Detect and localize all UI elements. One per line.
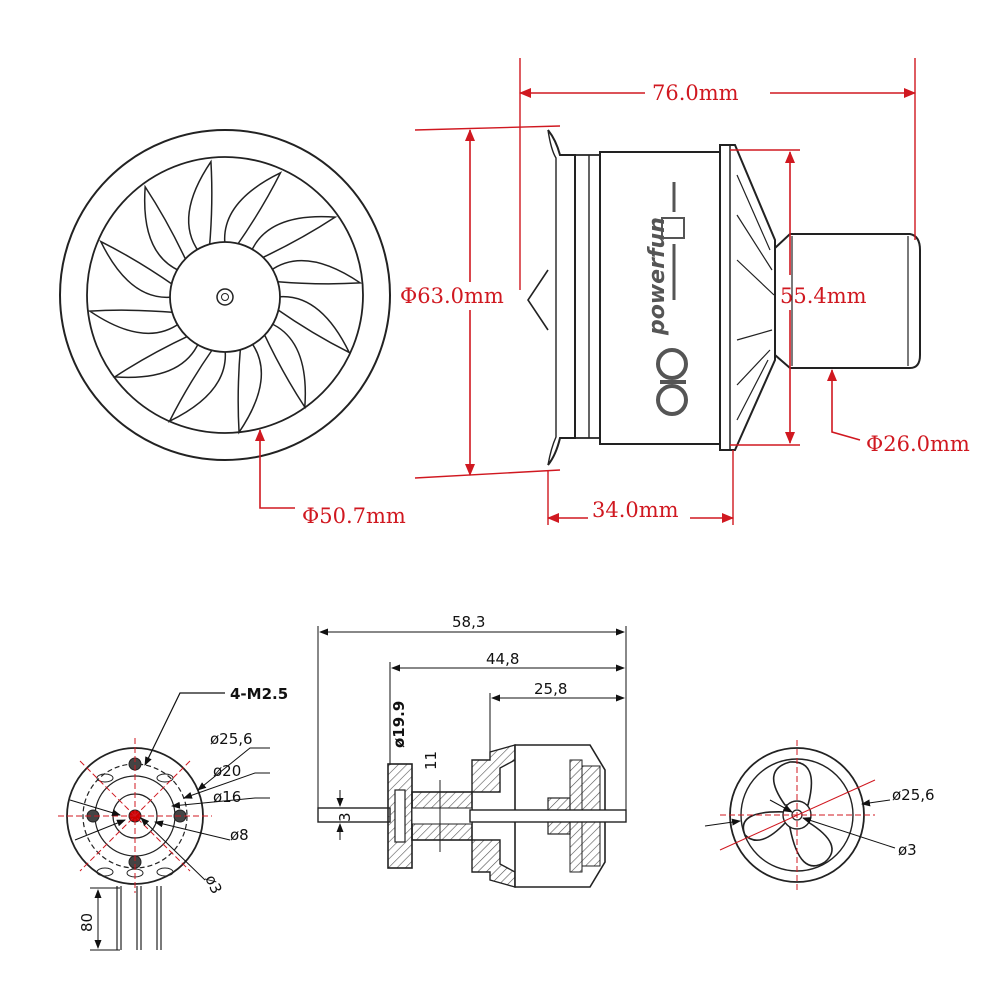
rear-stator [719,144,776,451]
fan-side-view: powerfun 76.0mm Φ63.0mm 55.4mm Φ [400,58,970,525]
motor-wires [116,886,162,950]
fan-blade [262,322,307,410]
rear-dia-3: ø3 [201,872,225,897]
dia-63-label: Φ63.0mm [400,284,504,308]
len-583-label: 58,3 [452,613,485,631]
fan-blade [250,215,338,260]
fan-blade [275,295,351,355]
screw-label: 4-M2.5 [230,685,288,703]
spinner-tip [527,269,549,331]
len-448-label: 44,8 [486,650,519,668]
length-76-label: 76.0mm [652,81,739,105]
fan-blade [167,347,227,423]
dia-507-leader [255,429,295,509]
fan-blade [269,260,363,285]
wire-length-label: 80 [78,913,96,932]
outer-shroud-ring [59,129,391,461]
length-34-label: 34.0mm [592,498,679,522]
fan-front-view: Φ50.7mm [59,129,406,528]
svg-text:powerfun: powerfun [645,217,670,336]
len-258-label: 25,8 [534,680,567,698]
motor-spokes [742,761,833,867]
motor-rear-view: 4-M2.5 ø25,6 ø20 ø16 ø8 ø3 80 [58,685,288,951]
inner-shroud-ring [86,156,364,434]
powerfun-logo: powerfun [645,182,688,416]
fan-blade [143,184,188,272]
rear-dia-20: ø20 [213,762,241,780]
motor-section-view: 58,3 44,8 25,8 ø19.9 11 3 [317,613,627,888]
fan-blade [223,171,283,247]
fan-blade [99,239,175,299]
fan-blade [237,341,262,435]
flange-h-label: 11 [422,751,440,770]
fan-blade [188,159,213,253]
shaft-dia-label: 3 [336,812,354,822]
fan-blade [87,309,181,334]
motor-front-view: ø25,6 ø3 [704,740,935,890]
rear-dia-8: ø8 [230,826,249,844]
dia-26-label: Φ26.0mm [866,432,970,456]
rear-dia-16: ø16 [213,788,241,806]
fan-blades [87,159,363,435]
rear-dia-256: ø25,6 [210,730,253,748]
fan-blade [112,334,200,379]
dia-554-label: 55.4mm [780,284,867,308]
flange-dia-label: ø19.9 [390,701,408,748]
bell-mouth [547,129,576,466]
dia-507-label: Φ50.7mm [302,504,406,528]
dia-26-leader [827,369,861,441]
front-dia-3: ø3 [898,841,917,859]
front-dia-256: ø25,6 [892,786,935,804]
motor-can [774,233,921,369]
